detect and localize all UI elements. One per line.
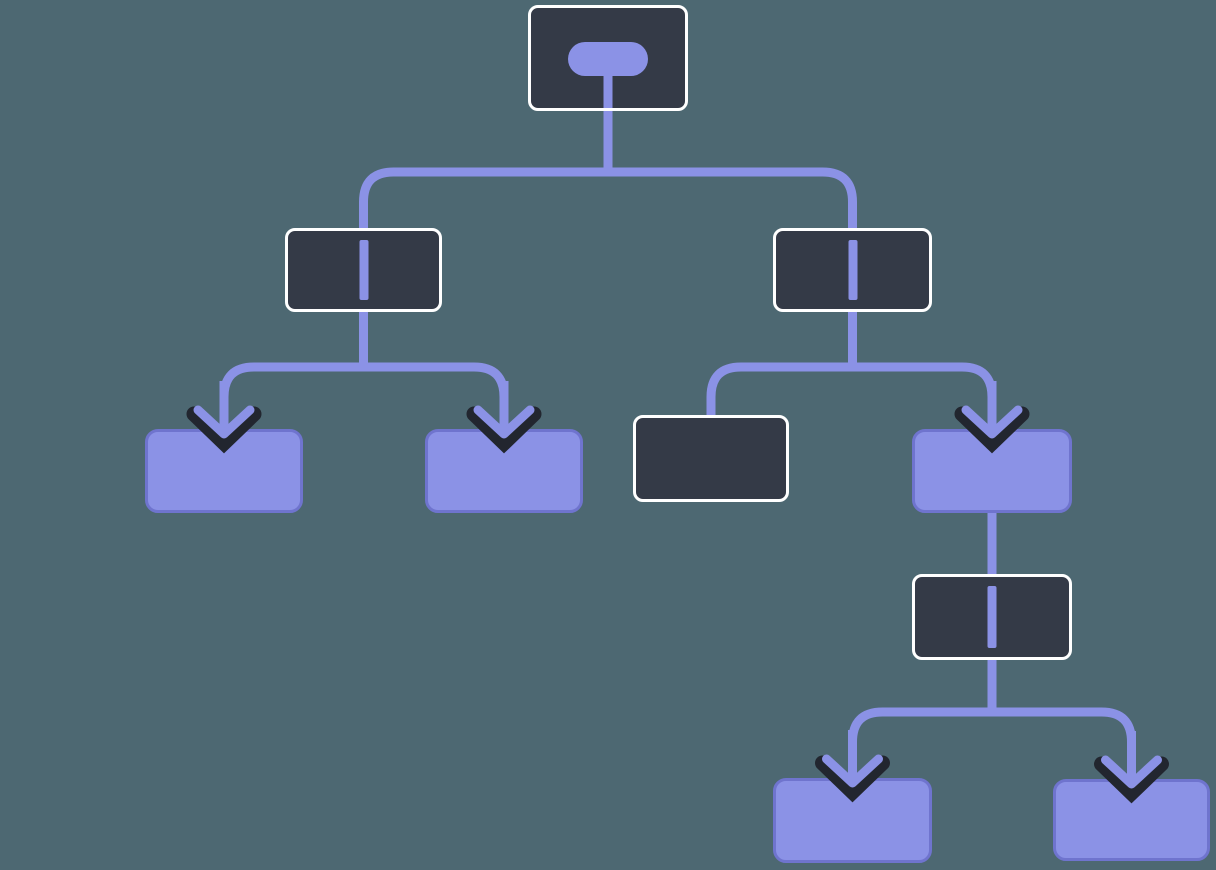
arrow-down-icon xyxy=(186,381,262,454)
node-root xyxy=(528,5,688,111)
connector-line xyxy=(359,167,857,230)
vertical-line-icon xyxy=(848,240,857,300)
vertical-line-icon xyxy=(987,586,997,648)
node-branch-bottom xyxy=(912,574,1072,660)
arrow-down-icon xyxy=(466,381,542,454)
arrow-down-icon xyxy=(815,730,890,803)
node-branch-left xyxy=(285,228,442,312)
connector-line xyxy=(848,707,1136,781)
pill-stem xyxy=(603,74,613,108)
arrow-down-icon xyxy=(954,381,1030,454)
node-branch-right xyxy=(773,228,932,312)
vertical-line-icon xyxy=(359,240,368,300)
pill-icon xyxy=(568,42,648,76)
node-node-plain xyxy=(633,415,789,502)
arrow-down-icon xyxy=(1094,731,1169,804)
